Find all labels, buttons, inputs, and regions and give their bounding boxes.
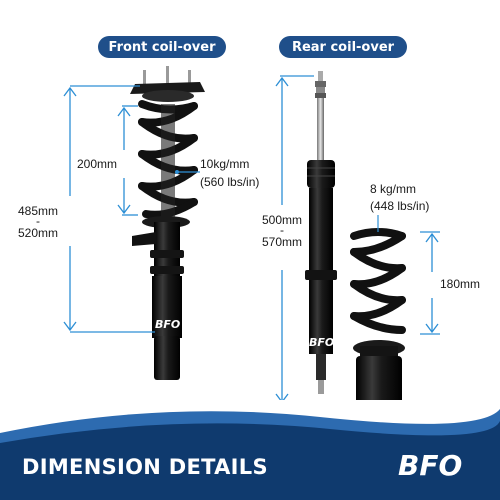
rear-coilover-title: Rear coil-over xyxy=(279,36,407,58)
front-length-max: 520mm xyxy=(17,226,58,240)
front-spring-rate: 10kg/mm xyxy=(200,157,250,171)
front-overall-arrow xyxy=(63,86,77,97)
front-spring-length: 200mm xyxy=(77,157,118,171)
sway-bar-tab xyxy=(132,232,156,246)
front-coilover-title: Front coil-over xyxy=(98,36,226,58)
bfo-logo-text: BFO xyxy=(398,449,463,482)
lower-body xyxy=(152,276,182,338)
rear-spring-rate: 8 kg/mm xyxy=(370,182,417,196)
rear-spring xyxy=(350,228,406,334)
footer-banner xyxy=(0,409,500,500)
coilover-illustration: BFO BFO xyxy=(63,66,440,400)
rear-spring-rate-lbs: (448 lbs/in) xyxy=(370,199,430,213)
dimension-lines xyxy=(63,75,440,400)
lock-collar xyxy=(305,270,337,280)
front-spring-rate-lbs: (560 lbs/in) xyxy=(200,175,260,189)
spring-adjuster xyxy=(356,356,402,400)
shock-top-cap xyxy=(307,160,335,188)
rear-spring-assembly xyxy=(350,228,406,400)
front-overall-arrow xyxy=(63,321,77,332)
bottom-stud xyxy=(318,380,324,394)
shock-body xyxy=(309,188,333,276)
rear-shock: BFO xyxy=(305,71,337,394)
mount-stud xyxy=(188,70,191,84)
bfo-logo: BFO xyxy=(398,448,480,484)
top-mount-hat xyxy=(142,90,194,102)
front-body-logo: BFO xyxy=(155,318,180,331)
rear-body-logo: BFO xyxy=(309,336,334,349)
rear-length-min: 500mm xyxy=(261,213,302,227)
lock-collar xyxy=(150,266,184,274)
rear-length-max: 570mm xyxy=(261,235,302,249)
top-mount-plate xyxy=(130,82,205,94)
bottom-mount xyxy=(316,354,326,380)
top-stud xyxy=(318,71,323,81)
piston-rod xyxy=(317,98,324,162)
mount-stud xyxy=(143,70,146,84)
bottom-tube xyxy=(154,336,180,380)
rear-length-sep: - xyxy=(280,223,284,237)
lock-collar xyxy=(150,250,184,258)
mount-stud xyxy=(166,66,169,84)
front-coilover: BFO xyxy=(130,66,205,380)
front-length-sep: - xyxy=(36,214,40,228)
rear-spring-length: 180mm xyxy=(440,277,481,291)
dimension-details-heading: DIMENSION DETAILS xyxy=(22,455,268,479)
shock-lower-body xyxy=(309,280,333,354)
front-length-min: 485mm xyxy=(17,204,58,218)
